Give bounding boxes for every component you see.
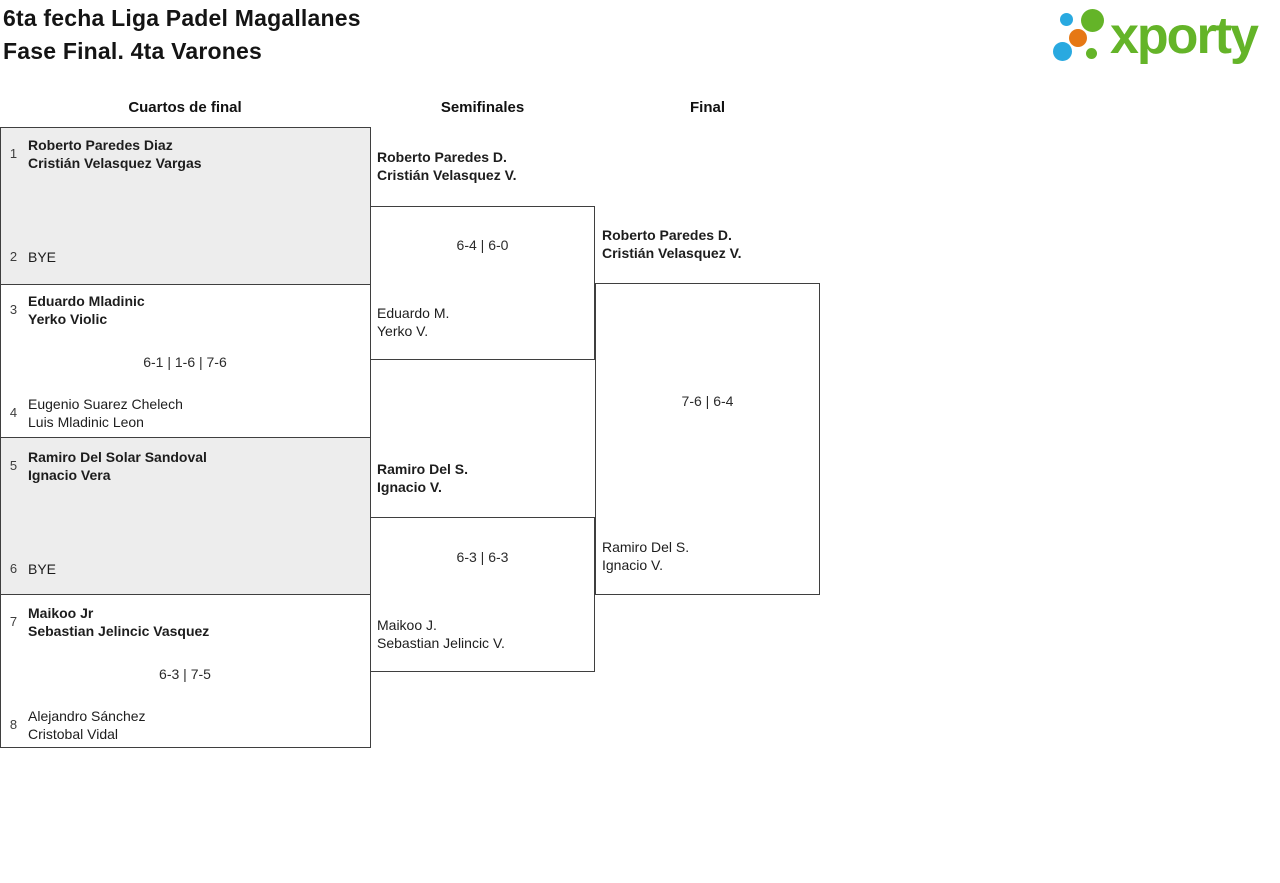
team-name-line: Roberto Paredes D. [602, 227, 732, 243]
qf3-seed-top: 5 [9, 458, 18, 473]
logo-dot-orange-icon [1069, 29, 1087, 47]
qf4-team-bottom: Alejandro Sánchez Cristobal Vidal [28, 707, 146, 743]
qf1-team-top: Roberto Paredes Diaz Cristián Velasquez … [28, 136, 202, 172]
qf1-seed-top: 1 [9, 146, 18, 161]
team-name-line: Eduardo M. [377, 305, 450, 321]
team-name-line: Cristián Velasquez V. [602, 245, 742, 261]
qf3-team-bottom: BYE [28, 560, 56, 578]
final-score: 7-6 | 6-4 [681, 393, 734, 409]
round-header-semifinales: Semifinales [440, 99, 525, 116]
page-title-line1: 6ta fecha Liga Padel Magallanes [3, 5, 361, 31]
sf2-team-top: Ramiro Del S. Ignacio V. [377, 460, 468, 496]
team-name-line: Sebastian Jelincic Vasquez [28, 623, 210, 639]
team-name-line: BYE [28, 249, 57, 265]
final-team-top: Roberto Paredes D. Cristián Velasquez V. [602, 226, 742, 262]
team-name-line: Eduardo Mladinic [28, 293, 145, 309]
round-header-cuartos: Cuartos de final [128, 99, 242, 116]
team-name-line: Luis Mladinic Leon [28, 414, 144, 430]
sf2-score: 6-3 | 6-3 [456, 549, 509, 565]
logo-dot-blue-small-icon [1060, 13, 1073, 26]
team-name-line: Ignacio V. [377, 479, 442, 495]
qf3-team-top: Ramiro Del Solar Sandoval Ignacio Vera [28, 448, 207, 484]
qf4-seed-top: 7 [9, 614, 18, 629]
sf2-match-box [370, 517, 595, 672]
team-name-line: Maikoo J. [377, 617, 437, 633]
sf1-team-top: Roberto Paredes D. Cristián Velasquez V. [377, 148, 517, 184]
team-name-line: Yerko V. [377, 323, 429, 339]
logo-dot-blue-large-icon [1053, 42, 1072, 61]
team-name-line: BYE [28, 561, 57, 577]
qf3-seed-bottom: 6 [9, 561, 18, 576]
sf1-score: 6-4 | 6-0 [456, 237, 509, 253]
qf1-team-bottom: BYE [28, 248, 56, 266]
qf4-seed-bottom: 8 [9, 717, 18, 732]
team-name-line: Maikoo Jr [28, 605, 94, 621]
qf2-team-top: Eduardo Mladinic Yerko Violic [28, 292, 145, 328]
team-name-line: Ramiro Del Solar Sandoval [28, 449, 207, 465]
logo-wordmark: xporty [1110, 7, 1259, 65]
logo-dot-green-small-icon [1086, 48, 1097, 59]
team-name-line: Yerko Violic [28, 311, 108, 327]
team-name-line: Ignacio V. [602, 557, 663, 573]
final-team-bottom: Ramiro Del S. Ignacio V. [602, 538, 689, 574]
sf1-team-bottom: Eduardo M. Yerko V. [377, 304, 449, 340]
qf2-seed-top: 3 [9, 302, 18, 317]
team-name-line: Ignacio Vera [28, 467, 111, 483]
qf4-match-block [0, 595, 371, 748]
page-title-line2: Fase Final. 4ta Varones [3, 38, 262, 64]
team-name-line: Eugenio Suarez Chelech [28, 396, 183, 412]
team-name-line: Alejandro Sánchez [28, 708, 146, 724]
final-match-box [595, 283, 820, 595]
logo-dot-green-large-icon [1081, 9, 1104, 32]
team-name-line: Cristián Velasquez V. [377, 167, 517, 183]
team-name-line: Cristobal Vidal [28, 726, 119, 742]
qf2-match-block [0, 285, 371, 438]
qf1-seed-bottom: 2 [9, 249, 18, 264]
sf1-match-box [370, 206, 595, 360]
qf3-match-block [0, 438, 371, 595]
round-header-final: Final [689, 99, 725, 116]
team-name-line: Roberto Paredes D. [377, 149, 507, 165]
team-name-line: Ramiro Del S. [377, 461, 469, 477]
sf2-team-bottom: Maikoo J. Sebastian Jelincic V. [377, 616, 505, 652]
team-name-line: Sebastian Jelincic V. [377, 635, 505, 651]
qf4-score: 6-3 | 7-5 [159, 666, 211, 682]
qf1-match-block [0, 127, 371, 285]
team-name-line: Roberto Paredes Diaz [28, 137, 173, 153]
team-name-line: Cristián Velasquez Vargas [28, 155, 202, 171]
qf2-score: 6-1 | 1-6 | 7-6 [143, 354, 227, 370]
qf4-team-top: Maikoo Jr Sebastian Jelincic Vasquez [28, 604, 209, 640]
qf2-team-bottom: Eugenio Suarez Chelech Luis Mladinic Leo… [28, 395, 183, 431]
team-name-line: Ramiro Del S. [602, 539, 690, 555]
qf2-seed-bottom: 4 [9, 405, 18, 420]
